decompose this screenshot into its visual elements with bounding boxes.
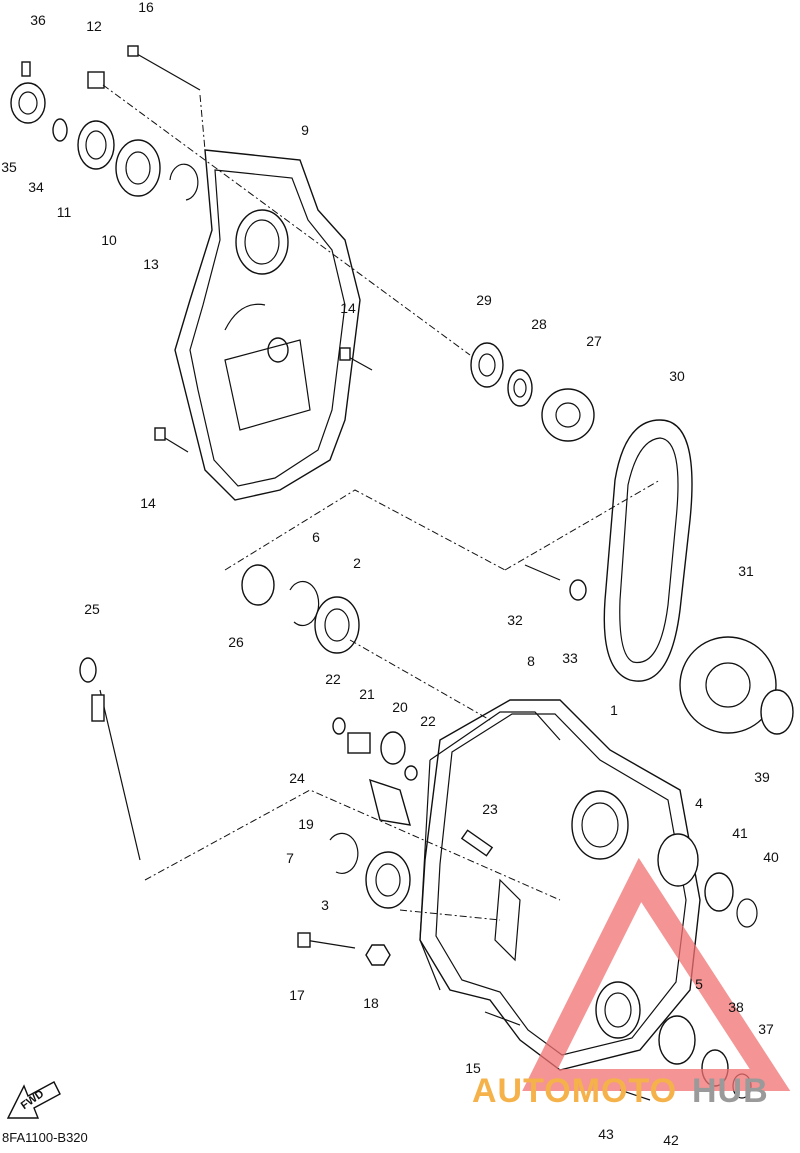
- callout-31: 31: [738, 563, 754, 579]
- callout-18: 18: [363, 995, 379, 1011]
- callout-37: 37: [758, 1021, 774, 1037]
- callout-24: 24: [289, 770, 305, 786]
- bolts: [154, 347, 373, 453]
- callout-10: 10: [101, 232, 117, 248]
- callout-15: 15: [465, 1060, 481, 1076]
- callout-23: 23: [482, 801, 498, 817]
- tensioner-parts: [241, 564, 651, 1101]
- callout-9: 9: [301, 122, 309, 138]
- diagram-code: 8FA1100-B320: [2, 1130, 88, 1145]
- callout-14-lower: 14: [140, 495, 156, 511]
- watermark-text-secondary: HUB: [692, 1072, 769, 1110]
- watermark-text-primary: AUTOMOTO: [472, 1072, 678, 1110]
- callout-33: 33: [562, 650, 578, 666]
- callout-2: 2: [353, 555, 361, 571]
- callout-38: 38: [728, 999, 744, 1015]
- inner-case-part: [419, 699, 701, 1071]
- callout-29: 29: [476, 292, 492, 308]
- callout-21: 21: [359, 686, 375, 702]
- callout-22-left: 22: [325, 671, 341, 687]
- upper-left-bearings: [10, 45, 201, 201]
- callout-20: 20: [392, 699, 408, 715]
- callout-40: 40: [763, 849, 779, 865]
- callout-32: 32: [507, 612, 523, 628]
- callout-5: 5: [695, 976, 703, 992]
- callout-12: 12: [86, 18, 102, 34]
- callout-27: 27: [586, 333, 602, 349]
- callout-36: 36: [30, 12, 46, 28]
- callout-43: 43: [598, 1126, 614, 1142]
- callout-16: 16: [138, 0, 154, 15]
- callout-34: 34: [28, 179, 44, 195]
- callout-22-right: 22: [420, 713, 436, 729]
- fwd-arrow-icon: [6, 1081, 61, 1119]
- outer-cover-part: [174, 149, 361, 501]
- callout-3: 3: [321, 897, 329, 913]
- callout-11: 11: [56, 204, 72, 220]
- callout-42: 42: [663, 1132, 679, 1148]
- gasket-part: [419, 711, 561, 991]
- callout-26: 26: [228, 634, 244, 650]
- callout-8: 8: [527, 653, 535, 669]
- callout-14-upper: 14: [340, 300, 356, 316]
- callout-7: 7: [286, 850, 294, 866]
- drive-parts: [470, 342, 794, 1099]
- callout-19: 19: [298, 816, 314, 832]
- callout-13: 13: [143, 256, 159, 272]
- callout-28: 28: [531, 316, 547, 332]
- dipstick-part: [79, 657, 141, 861]
- callout-41: 41: [732, 825, 748, 841]
- alignment-lines: [102, 84, 661, 921]
- callout-17: 17: [289, 987, 305, 1003]
- callout-25: 25: [84, 601, 100, 617]
- watermark-triangle: [522, 857, 791, 1091]
- callout-35: 35: [1, 159, 17, 175]
- callout-30: 30: [669, 368, 685, 384]
- callout-4: 4: [695, 795, 703, 811]
- callout-6: 6: [312, 529, 320, 545]
- callout-1: 1: [610, 702, 618, 718]
- callout-39: 39: [754, 769, 770, 785]
